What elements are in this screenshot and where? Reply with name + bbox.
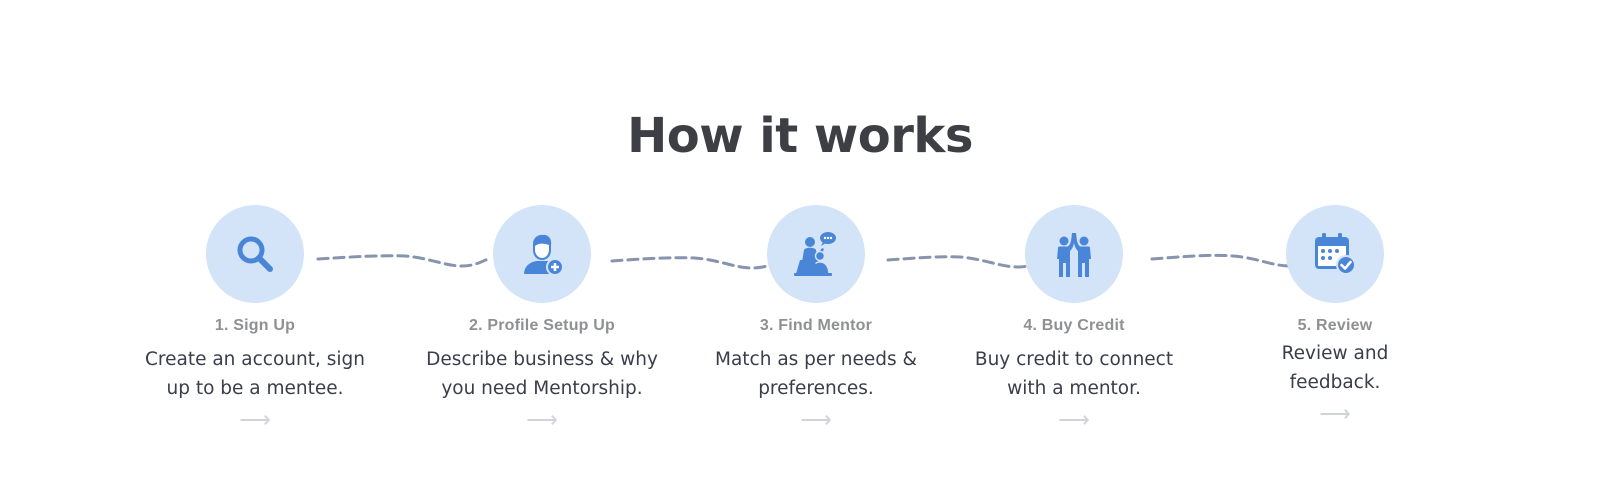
high-five-icon	[1057, 233, 1091, 277]
user-add-icon	[524, 234, 564, 276]
arrow-right-icon[interactable]: ⟶	[800, 407, 832, 432]
step-buy-credit: 4. Buy Credit Buy credit to connect with…	[944, 205, 1204, 431]
step-icon-circle	[1025, 205, 1123, 303]
calendar-check-icon	[1315, 233, 1356, 275]
step-description: Review and feedback.	[1281, 343, 1389, 393]
arrow-right-icon[interactable]: ⟶	[1058, 407, 1090, 432]
step-review: 5. Review Review and feedback. ⟶	[1205, 205, 1465, 425]
step-description: Describe business & why you need Mentors…	[426, 349, 658, 399]
step-title: 1. Sign Up	[214, 317, 296, 334]
step-title: 3. Find Mentor	[759, 317, 873, 334]
arrow-right-icon[interactable]: ⟶	[239, 407, 271, 432]
step-find-mentor: 3. Find Mentor Match as per needs & pref…	[686, 205, 946, 431]
step-description: Buy credit to connect with a mentor.	[974, 349, 1174, 399]
step-icon-circle	[206, 205, 304, 303]
step-title: 4. Buy Credit	[1023, 317, 1125, 334]
mentor-chat-icon	[794, 232, 836, 276]
step-description: Create an account, sign up to be a mente…	[144, 349, 365, 399]
step-profile-setup: 2. Profile Setup Up Describe business & …	[412, 205, 672, 431]
step-description: Match as per needs & preferences.	[715, 349, 917, 399]
step-title: 2. Profile Setup Up	[468, 317, 616, 334]
arrow-right-icon[interactable]: ⟶	[526, 407, 558, 432]
step-sign-up: 1. Sign Up Create an account, sign up to…	[125, 205, 385, 431]
step-title: 5. Review	[1297, 317, 1373, 334]
search-icon	[237, 236, 273, 272]
step-icon-circle	[493, 205, 591, 303]
step-icon-circle	[767, 205, 865, 303]
arrow-right-icon[interactable]: ⟶	[1319, 401, 1351, 426]
step-icon-circle	[1286, 205, 1384, 303]
section-title: How it works	[627, 108, 973, 164]
